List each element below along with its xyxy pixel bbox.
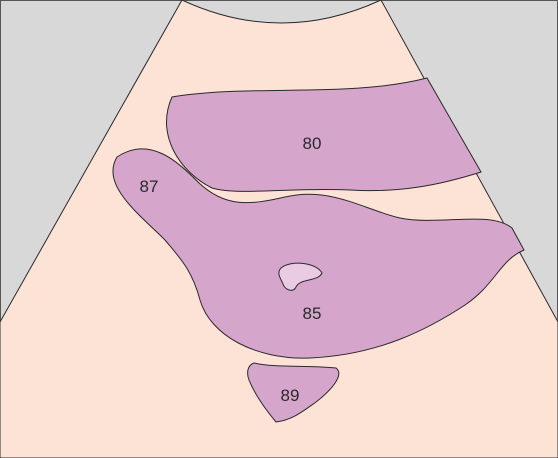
region-label-87: 87 bbox=[140, 177, 159, 196]
region-80 bbox=[167, 78, 481, 191]
region-label-85: 85 bbox=[303, 304, 322, 323]
region-label-89: 89 bbox=[281, 386, 300, 405]
region-label-80: 80 bbox=[303, 134, 322, 153]
